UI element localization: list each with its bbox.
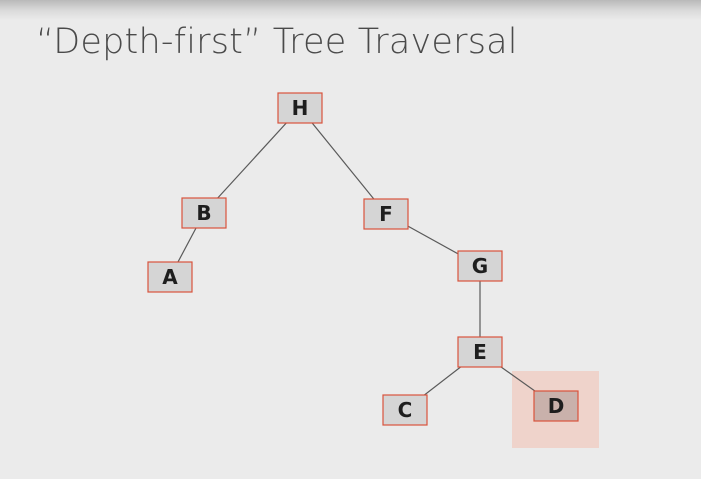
tree-node-f: F bbox=[363, 198, 409, 230]
node-label-a: A bbox=[162, 265, 178, 289]
node-box-h bbox=[277, 92, 323, 124]
node-label-f: F bbox=[379, 202, 393, 226]
tree-node-c: C bbox=[382, 394, 428, 426]
node-box-b bbox=[181, 197, 227, 229]
tree-node-e: E bbox=[457, 336, 503, 368]
node-label-b: B bbox=[196, 201, 211, 225]
edge-h-b bbox=[203, 107, 301, 214]
node-box-f bbox=[363, 198, 409, 230]
node-box-a bbox=[147, 261, 193, 293]
node-box-d bbox=[533, 390, 579, 422]
tree-node-g: G bbox=[457, 250, 503, 282]
edge-h-f bbox=[299, 107, 387, 215]
node-box-g bbox=[457, 250, 503, 282]
node-label-d: D bbox=[548, 394, 565, 418]
node-label-c: C bbox=[398, 398, 413, 422]
node-box-c bbox=[382, 394, 428, 426]
node-box-e bbox=[457, 336, 503, 368]
tree-node-a: A bbox=[147, 261, 193, 293]
node-label-e: E bbox=[473, 340, 487, 364]
node-label-h: H bbox=[292, 96, 309, 120]
node-label-g: G bbox=[472, 254, 488, 278]
tree-node-h: H bbox=[277, 92, 323, 124]
slide-title: “Depth-first” Tree Traversal bbox=[36, 22, 518, 62]
tree-node-b: B bbox=[181, 197, 227, 229]
tree-node-d: D bbox=[533, 390, 579, 422]
top-shadow-bar bbox=[0, 0, 701, 20]
